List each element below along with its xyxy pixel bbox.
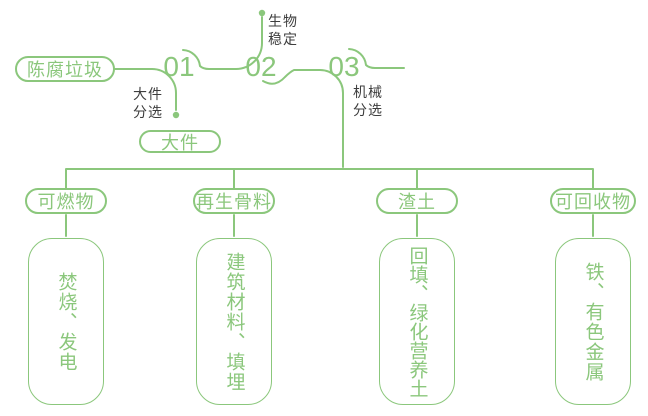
step3-label-line2: 分选 xyxy=(353,101,383,118)
line-step2-to-step3 xyxy=(262,69,321,85)
bulky-item-pill: 大件 xyxy=(139,130,221,153)
output-pill-residue-soil: 渣土 xyxy=(376,188,458,214)
source-pill: 陈腐垃圾 xyxy=(15,56,115,82)
line-branch-bio xyxy=(235,16,263,70)
step1-label: 大件 分选 xyxy=(133,86,163,121)
line-step1-to-step2 xyxy=(182,49,237,70)
step3-label: 机械 分选 xyxy=(353,84,383,119)
source-label: 陈腐垃圾 xyxy=(27,60,103,80)
line-distribution-bar xyxy=(65,168,594,189)
step2-number: 02 xyxy=(245,51,277,82)
step2-label-line1: 生物 xyxy=(268,13,298,29)
step3-label-line1: 机械 xyxy=(353,84,383,100)
step2-label-line2: 稳定 xyxy=(268,30,298,47)
step1-number: 01 xyxy=(163,51,195,82)
output-pill-recyclables-label: 可回收物 xyxy=(555,192,631,212)
output-pill-recycled-aggregate: 再生骨料 xyxy=(193,188,275,214)
result-box-recyclables: 铁、有色金属 xyxy=(555,238,631,405)
line-branch-bulky xyxy=(151,68,177,111)
result-box-combustibles: 焚烧、发电 xyxy=(28,238,104,405)
line-step3-drop xyxy=(319,69,344,168)
output-pill-combustibles-label: 可燃物 xyxy=(37,192,95,212)
output-pill-residue-soil-label: 渣土 xyxy=(398,192,436,212)
output-pill-recycled-aggregate-label: 再生骨料 xyxy=(196,192,272,212)
result-box-residue-soil: 回填、绿化营养土 xyxy=(379,238,455,405)
step1-label-line1: 大件 xyxy=(133,86,163,102)
result-box-recycled-aggregate: 建筑材料、填埋 xyxy=(196,238,272,405)
output-pill-recyclables: 可回收物 xyxy=(550,188,636,214)
step3-number: 03 xyxy=(328,51,360,82)
output-pill-combustibles: 可燃物 xyxy=(25,188,107,214)
result-text-recycled-aggregate: 建筑材料、填埋 xyxy=(223,251,245,392)
step1-label-line2: 分选 xyxy=(133,103,163,120)
line-step3-out xyxy=(348,48,405,69)
result-text-residue-soil: 回填、绿化营养土 xyxy=(406,245,428,398)
step2-label: 生物 稳定 xyxy=(268,13,298,48)
bulky-item-label: 大件 xyxy=(161,132,199,153)
result-text-combustibles: 焚烧、发电 xyxy=(55,271,77,372)
dot-bio-branch xyxy=(258,9,266,17)
dot-bulky-branch xyxy=(172,111,180,119)
result-text-recyclables: 铁、有色金属 xyxy=(582,261,604,382)
